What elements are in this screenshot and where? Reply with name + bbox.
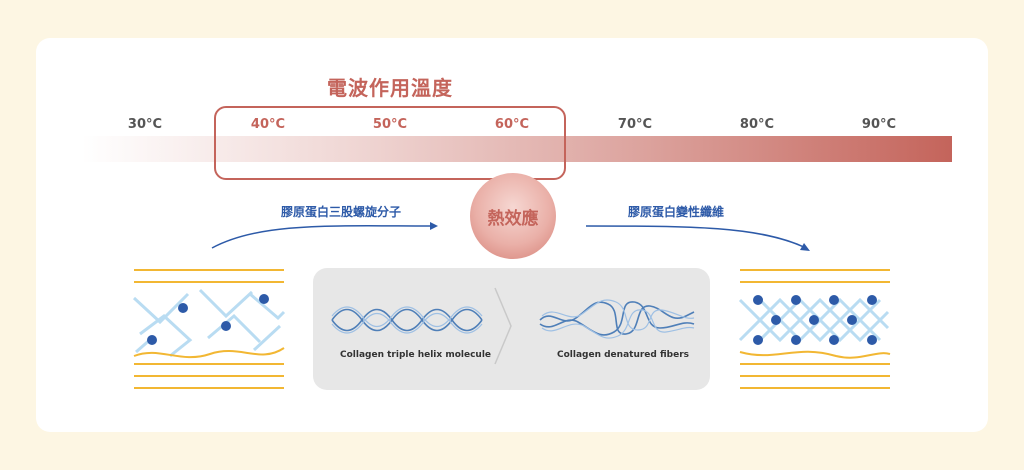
- thermal-effect-label: 熱效應: [487, 208, 539, 229]
- thermal-effect-circle: 熱效應: [470, 173, 556, 259]
- temp-label-40: 40°C: [250, 117, 286, 132]
- temp-label-90: 90°C: [861, 117, 897, 132]
- triple-helix-icon: [331, 306, 483, 334]
- denatured-fiber-icon: [539, 299, 695, 339]
- right-arrow: [585, 225, 807, 249]
- step-right-label: 膠原蛋白變性纖維: [628, 205, 725, 219]
- temp-label-50: 50°C: [372, 117, 408, 132]
- temp-label-60: 60°C: [494, 117, 530, 132]
- right-arrow-head: [800, 243, 810, 251]
- chevron-right-icon: [494, 287, 512, 365]
- temp-label-30: 30°C: [127, 117, 163, 132]
- temperature-gradient-bar: [82, 136, 952, 162]
- diagram-title: 電波作用溫度: [327, 76, 453, 100]
- caption-denatured-fibers: Collagen denatured fibers: [557, 350, 689, 360]
- effective-range-box: [214, 106, 566, 180]
- collagen-block-right: [738, 269, 891, 389]
- step-left-label: 膠原蛋白三股螺旋分子: [281, 205, 402, 219]
- left-arrow: [211, 225, 437, 249]
- left-arrow-head: [430, 222, 438, 230]
- collagen-block-left: [132, 269, 286, 389]
- temp-label-70: 70°C: [617, 117, 653, 132]
- temp-label-80: 80°C: [739, 117, 775, 132]
- caption-triple-helix: Collagen triple helix molecule: [340, 350, 492, 360]
